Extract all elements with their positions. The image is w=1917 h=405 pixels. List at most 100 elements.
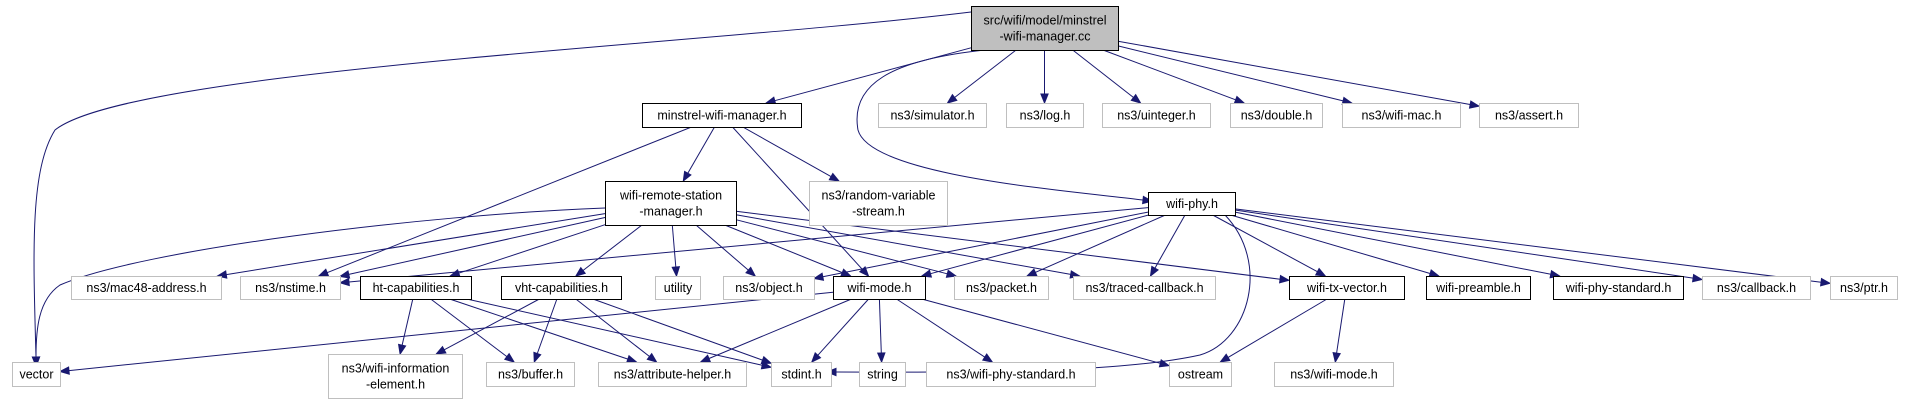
edge-arrowhead — [1314, 267, 1327, 277]
edge-line — [1234, 211, 1551, 275]
edge-minstrel_h-to-wifimode — [732, 126, 870, 277]
edge-line — [536, 298, 558, 354]
node-box — [771, 362, 832, 387]
node-label: vht-capabilities.h — [515, 281, 608, 295]
edge-wrsm-to-nstime — [338, 217, 606, 279]
node-label: ns3/wifi-information — [342, 362, 450, 376]
node-box — [1426, 276, 1531, 300]
edge-layer — [31, 11, 1832, 377]
edge-line — [878, 298, 882, 354]
node-wifiphy[interactable]: wifi-phy.h — [1148, 192, 1236, 216]
node-txvector[interactable]: wifi-tx-vector.h — [1289, 276, 1405, 300]
node-box — [655, 276, 701, 300]
node-wrsm[interactable]: wifi-remote-station-manager.h — [605, 181, 737, 226]
edge-line — [575, 298, 650, 357]
node-phystd[interactable]: wifi-phy-standard.h — [1553, 276, 1684, 300]
node-simulator: ns3/simulator.h — [878, 103, 987, 128]
edge-line — [742, 126, 832, 178]
edge-wifiphy-to-phystd — [1234, 211, 1561, 279]
edge-arrowhead — [946, 93, 958, 104]
node-wifimode[interactable]: wifi-mode.h — [833, 276, 926, 300]
node-htcap[interactable]: ht-capabilities.h — [360, 276, 472, 300]
node-box — [1169, 362, 1232, 387]
edge-arrowhead — [58, 366, 70, 375]
node-assert: ns3/assert.h — [1479, 103, 1579, 128]
node-label: ns3/traced-callback.h — [1085, 281, 1203, 295]
node-box — [1274, 362, 1394, 387]
node-box — [809, 181, 948, 226]
edge-arrowhead — [1820, 277, 1832, 287]
node-label: ns3/mac48-address.h — [86, 281, 206, 295]
edge-root-to-log — [1040, 50, 1049, 105]
edge-arrowhead — [682, 170, 692, 183]
node-label: ns3/simulator.h — [890, 109, 974, 123]
edge-line — [1336, 298, 1346, 354]
edge-wifiphy-to-traced — [1149, 214, 1186, 278]
node-box — [71, 276, 222, 300]
node-label: ns3/random-variable — [822, 189, 936, 203]
node-box — [1830, 276, 1898, 300]
edge-arrowhead — [1219, 353, 1231, 363]
edge-line — [1154, 214, 1186, 269]
node-box — [1342, 103, 1461, 128]
edge-line — [735, 214, 1071, 275]
edge-htcap-to-wifiinfo — [397, 298, 414, 356]
edge-arrowhead — [646, 352, 658, 363]
edge-line — [348, 207, 1149, 283]
edge-line — [430, 298, 508, 357]
node-minstrel_h[interactable]: minstrel-wifi-manager.h — [642, 103, 802, 128]
node-label: ns3/double.h — [1241, 109, 1313, 123]
node-mac48: ns3/mac48-address.h — [71, 276, 222, 300]
node-ptr: ns3/ptr.h — [1830, 276, 1898, 300]
edge-root-to-assert — [1117, 40, 1481, 109]
node-label: ostream — [1178, 368, 1223, 382]
node-label: wifi-phy-standard.h — [1565, 281, 1672, 295]
edge-root-to-simulator — [946, 49, 1017, 104]
edge-arrowhead — [699, 354, 712, 363]
node-label: -stream.h — [852, 205, 905, 219]
edge-wrsm-to-object — [695, 224, 757, 277]
edge-minstrel_h-to-randvar — [742, 126, 841, 182]
node-traced: ns3/traced-callback.h — [1073, 276, 1216, 300]
edge-root-to-wifimac — [1117, 45, 1354, 106]
edge-arrowhead — [1332, 352, 1342, 364]
node-box — [328, 354, 463, 399]
edge-arrowhead — [338, 270, 351, 279]
edge-txvector-to-ostream — [1219, 298, 1328, 363]
edge-arrowhead — [397, 343, 407, 356]
edge-arrowhead — [876, 352, 886, 364]
node-label: string — [867, 368, 898, 382]
node-attrhelper: ns3/attribute-helper.h — [598, 362, 747, 387]
edge-line — [1035, 214, 1166, 273]
edge-wifiphy-to-packet — [1025, 214, 1166, 277]
edge-line — [582, 224, 643, 271]
edge-line — [68, 291, 834, 372]
edge-arrowhead — [1025, 268, 1038, 277]
edge-line — [822, 211, 1149, 278]
edge-wifimode-to-ns3phystd — [896, 298, 994, 363]
edge-arrowhead — [448, 268, 461, 278]
node-string: string — [859, 362, 906, 387]
edge-wrsm-to-mac48 — [216, 213, 606, 279]
edge-root-to-uinteger — [1072, 49, 1142, 104]
node-box — [723, 276, 815, 300]
edge-arrowhead — [317, 268, 330, 277]
node-box — [642, 103, 802, 128]
node-randvar: ns3/random-variable -stream.h — [809, 181, 948, 226]
edge-line — [466, 298, 763, 366]
node-label: ns3/nstime.h — [255, 281, 326, 295]
node-stdint: stdint.h — [771, 362, 832, 387]
node-label: wifi-tx-vector.h — [1306, 281, 1387, 295]
node-wifimac: ns3/wifi-mac.h — [1342, 103, 1461, 128]
node-box — [605, 181, 737, 226]
node-label: -manager.h — [639, 205, 702, 219]
edge-line — [592, 298, 763, 361]
node-label: ns3/wifi-mac.h — [1362, 109, 1442, 123]
node-preamble[interactable]: wifi-preamble.h — [1426, 276, 1531, 300]
edge-line — [774, 47, 972, 102]
node-root[interactable]: src/wifi/model/minstrel-wifi-manager.cc — [971, 6, 1119, 51]
edge-arrowhead — [574, 266, 587, 277]
node-vhtcap[interactable]: vht-capabilities.h — [501, 276, 622, 300]
edge-arrowhead — [503, 352, 516, 363]
node-box — [878, 103, 987, 128]
